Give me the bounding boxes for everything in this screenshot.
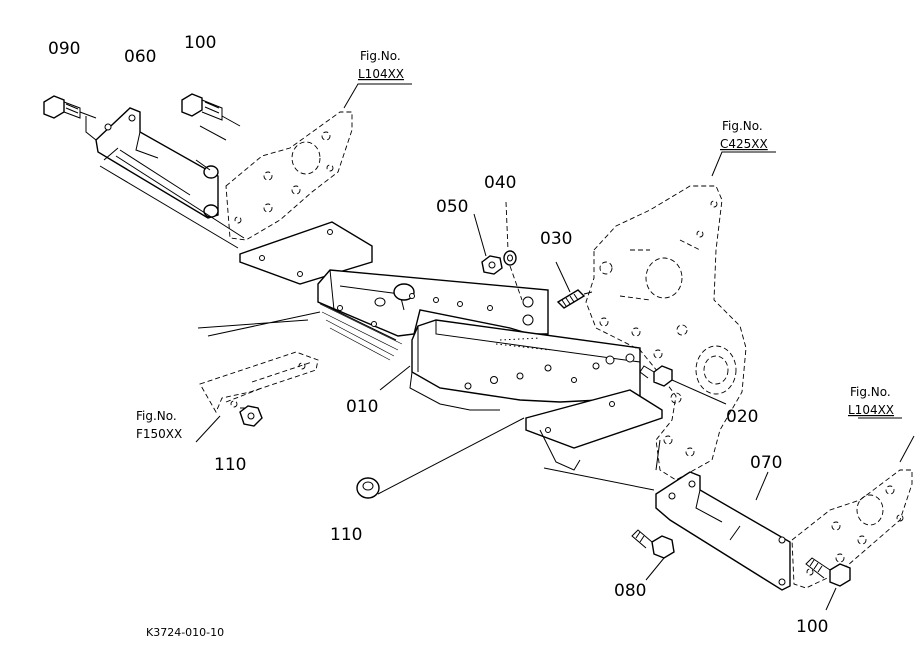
- leader-100-bottom: [825, 587, 837, 611]
- alignment-lines-f150: [197, 311, 321, 337]
- nut-110-center: [356, 477, 380, 499]
- stud-030: [556, 289, 586, 309]
- drawing-code: K3724-010-10: [146, 626, 224, 639]
- label-080: 080: [614, 581, 646, 601]
- ref-c425-label: Fig.No.: [722, 119, 763, 133]
- ref-l104-right-code: L104XX: [848, 403, 894, 417]
- leader-060-lines: [195, 125, 227, 171]
- ref-plate-l104-top: [225, 111, 353, 241]
- label-010: 010: [346, 397, 378, 417]
- label-110-center: 110: [330, 525, 362, 545]
- leader-030: [555, 261, 593, 295]
- ref-bracket-f150: [199, 351, 319, 414]
- label-110-left: 110: [214, 455, 246, 475]
- label-070: 070: [750, 453, 782, 473]
- leader-010: [379, 365, 411, 391]
- bolt-080: [631, 529, 675, 559]
- nut-110-left: [239, 405, 263, 427]
- leader-ref-l104-top: [343, 83, 412, 109]
- ref-c425-code: C425XX: [720, 137, 768, 151]
- ref-plate-l104-right: [791, 469, 913, 589]
- label-060: 060: [124, 47, 156, 67]
- alignment-lines-060: [99, 155, 245, 249]
- ref-f150-code: F150XX: [136, 427, 182, 441]
- ref-case-c425: [585, 185, 747, 481]
- leader-040: [505, 201, 523, 301]
- label-030: 030: [540, 229, 572, 249]
- label-090: 090: [48, 39, 80, 59]
- leader-050: [473, 213, 487, 257]
- leader-ref-l104-right: [858, 417, 915, 463]
- leader-080: [645, 557, 665, 581]
- bolt-100-top: [181, 93, 223, 121]
- label-020: 020: [726, 407, 758, 427]
- ref-l104-top-label: Fig.No.: [360, 49, 401, 63]
- leader-ref-f150: [195, 415, 221, 443]
- label-040: 040: [484, 173, 516, 193]
- nut-050: [481, 255, 503, 275]
- frame-010: [317, 269, 663, 471]
- plate-070: [655, 471, 791, 591]
- leader-020: [671, 379, 727, 405]
- label-100-bottom: 100: [796, 617, 828, 637]
- ref-f150-label: Fig.No.: [136, 409, 177, 423]
- label-050: 050: [436, 197, 468, 217]
- plate-060: [85, 107, 219, 219]
- leader-110-center: [377, 417, 525, 495]
- bolt-100-bottom: [805, 557, 851, 587]
- alignment-lines-070: [543, 439, 661, 491]
- ref-l104-right-label: Fig.No.: [850, 385, 891, 399]
- leader-090: [79, 111, 97, 119]
- washer-040: [503, 250, 517, 266]
- ref-l104-top-code: L104XX: [358, 67, 404, 81]
- leader-100-top: [221, 115, 241, 127]
- leader-070: [755, 471, 769, 501]
- label-100-top: 100: [184, 33, 216, 53]
- upper-support-plate: [239, 221, 373, 285]
- leader-ref-c425: [711, 151, 776, 177]
- bolt-090: [43, 95, 81, 119]
